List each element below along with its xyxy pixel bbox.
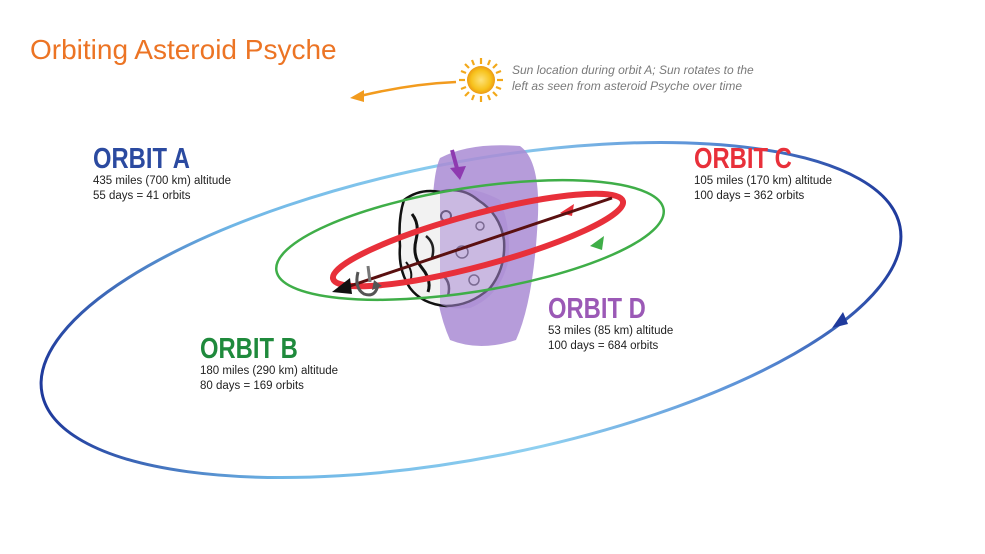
sun-note-line-1: Sun location during orbit A; Sun rotates… xyxy=(512,63,754,77)
orbit-b-path xyxy=(274,178,666,302)
orbit-a-label: ORBIT A 435 miles (700 km) altitude 55 d… xyxy=(93,144,231,204)
page-title: Orbiting Asteroid Psyche xyxy=(30,34,337,65)
orbit-d-direction-arrow xyxy=(450,149,466,180)
orbit-a-direction-arrow xyxy=(832,312,848,328)
spin-axis-arrow xyxy=(332,196,613,294)
orbit-a-altitude: 435 miles (700 km) altitude xyxy=(93,175,232,187)
orbit-b-duration: 80 days = 169 orbits xyxy=(200,380,304,392)
orbit-c-duration: 100 days = 362 orbits xyxy=(694,190,805,202)
orbit-c-name: ORBIT C xyxy=(694,143,792,175)
orbit-b-name: ORBIT B xyxy=(200,333,298,365)
rotation-arrow-icon xyxy=(355,265,382,297)
orbit-b-direction-arrow xyxy=(590,236,604,250)
sun-note-line-2: left as seen from asteroid Psyche over t… xyxy=(512,79,743,93)
orbit-d-name: ORBIT D xyxy=(548,293,646,325)
sun-location-note: Sun location during orbit A; Sun rotates… xyxy=(512,62,754,94)
orbit-c-altitude: 105 miles (170 km) altitude xyxy=(694,175,833,187)
sun-rotation-arrow xyxy=(350,80,457,102)
orbit-b-altitude: 180 miles (290 km) altitude xyxy=(200,365,339,377)
orbit-d-altitude: 53 miles (85 km) altitude xyxy=(548,325,674,337)
orbit-a-name: ORBIT A xyxy=(93,143,190,175)
orbit-c-label: ORBIT C 105 miles (170 km) altitude 100 … xyxy=(694,144,832,204)
sun-icon xyxy=(459,58,503,102)
orbit-a-duration: 55 days = 41 orbits xyxy=(93,190,191,202)
orbit-d-duration: 100 days = 684 orbits xyxy=(548,340,659,352)
orbit-b-label: ORBIT B 180 miles (290 km) altitude 80 d… xyxy=(200,334,338,394)
orbit-d-label: ORBIT D 53 miles (85 km) altitude 100 da… xyxy=(548,294,673,354)
